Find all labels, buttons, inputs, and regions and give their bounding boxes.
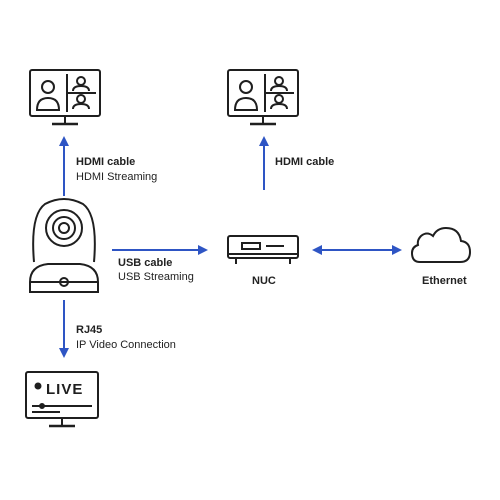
usb-streaming-label: USB Streaming [118, 271, 194, 283]
hdmi-cable-label-right: HDMI cable [275, 156, 335, 168]
live-screen-text: LIVE [46, 381, 83, 398]
ip-video-connection-label: IP Video Connection [76, 339, 176, 351]
nuc-label: NUC [252, 275, 276, 287]
ptz-camera-icon [29, 198, 99, 293]
video-conference-monitor-icon [29, 69, 101, 126]
hdmi-streaming-label: HDMI Streaming [76, 171, 158, 183]
rj45-label: RJ45 [76, 324, 103, 336]
ethernet-label: Ethernet [422, 275, 467, 287]
hdmi-cable-label-left: HDMI cable [76, 156, 136, 168]
usb-cable-label: USB cable [118, 257, 173, 269]
video-conference-monitor-icon [227, 69, 299, 126]
nuc-mini-pc-icon [227, 235, 299, 264]
cloud-icon [410, 226, 472, 263]
live-monitor-icon [25, 371, 99, 428]
